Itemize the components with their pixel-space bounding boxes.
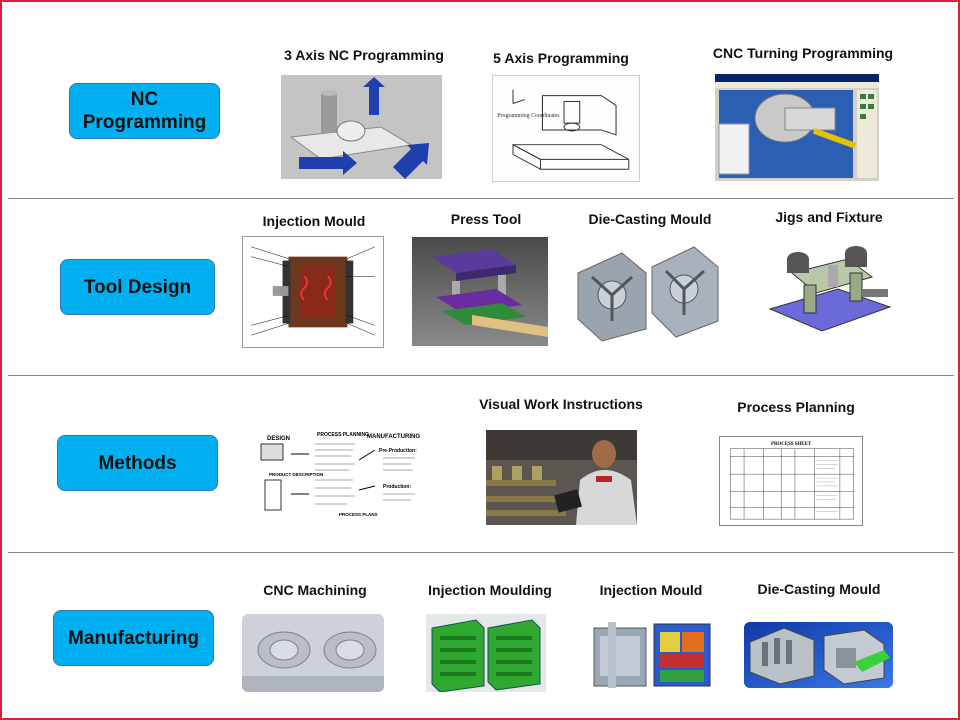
image-press-tool <box>412 237 548 346</box>
category-methods: Methods <box>57 435 218 491</box>
flow-production: Production: <box>383 484 411 490</box>
label-press-tool: Press Tool <box>450 211 522 227</box>
image-visual-work-instructions <box>486 430 637 525</box>
caption-programming-coordinates: Programming Coordinates <box>497 113 560 119</box>
image-die-casting-mould-mfg <box>744 622 893 688</box>
flow-pre-production: Pre-Production: <box>379 448 417 454</box>
image-cnc-turning <box>715 74 879 181</box>
image-injection-mould-mfg <box>590 614 713 692</box>
row-divider <box>8 552 954 553</box>
image-injection-moulding <box>426 614 546 692</box>
label-injection-moulding: Injection Moulding <box>428 582 552 598</box>
flow-process-planning-title: PROCESS PLANNING <box>317 432 369 438</box>
label-3-axis-nc: 3 Axis NC Programming <box>284 47 444 63</box>
flow-design-title: DESIGN <box>267 436 290 442</box>
flow-process-plans: PROCESS PLANS <box>339 512 378 517</box>
label-die-casting-mould-mfg: Die-Casting Mould <box>757 581 881 597</box>
label-visual-work-instructions: Visual Work Instructions <box>479 396 643 412</box>
label-injection-mould: Injection Mould <box>262 213 366 229</box>
flow-product-description: PRODUCT DESCRIPTION <box>269 472 323 477</box>
image-process-sheet: PROCESS SHEET <box>719 436 863 526</box>
image-3-axis-nc <box>281 75 442 179</box>
label-5-axis: 5 Axis Programming <box>493 50 629 66</box>
label-process-planning: Process Planning <box>737 399 855 415</box>
label-jigs-fixture: Jigs and Fixture <box>775 209 883 225</box>
row-divider <box>8 375 954 376</box>
process-sheet-title: PROCESS SHEET <box>771 442 812 447</box>
label-die-casting-mould: Die-Casting Mould <box>588 211 712 227</box>
label-injection-mould-mfg: Injection Mould <box>599 582 703 598</box>
row-divider <box>8 198 954 199</box>
image-process-flow-diagram: DESIGN PROCESS PLANNING MANUFACTURING PR… <box>255 430 425 522</box>
image-jigs-fixture <box>768 233 892 333</box>
flow-manufacturing-title: MANUFACTURING <box>367 434 420 440</box>
image-cnc-machining <box>242 614 384 692</box>
label-cnc-machining: CNC Machining <box>263 582 367 598</box>
label-cnc-turning: CNC Turning Programming <box>712 45 894 61</box>
image-die-casting-mould <box>572 233 722 347</box>
category-manufacturing: Manufacturing <box>53 610 214 666</box>
image-5-axis: Programming Coordinates <box>492 75 640 182</box>
category-nc-programming: NC Programming <box>69 83 220 139</box>
image-injection-mould-diagram <box>242 236 384 348</box>
category-tool-design: Tool Design <box>60 259 215 315</box>
